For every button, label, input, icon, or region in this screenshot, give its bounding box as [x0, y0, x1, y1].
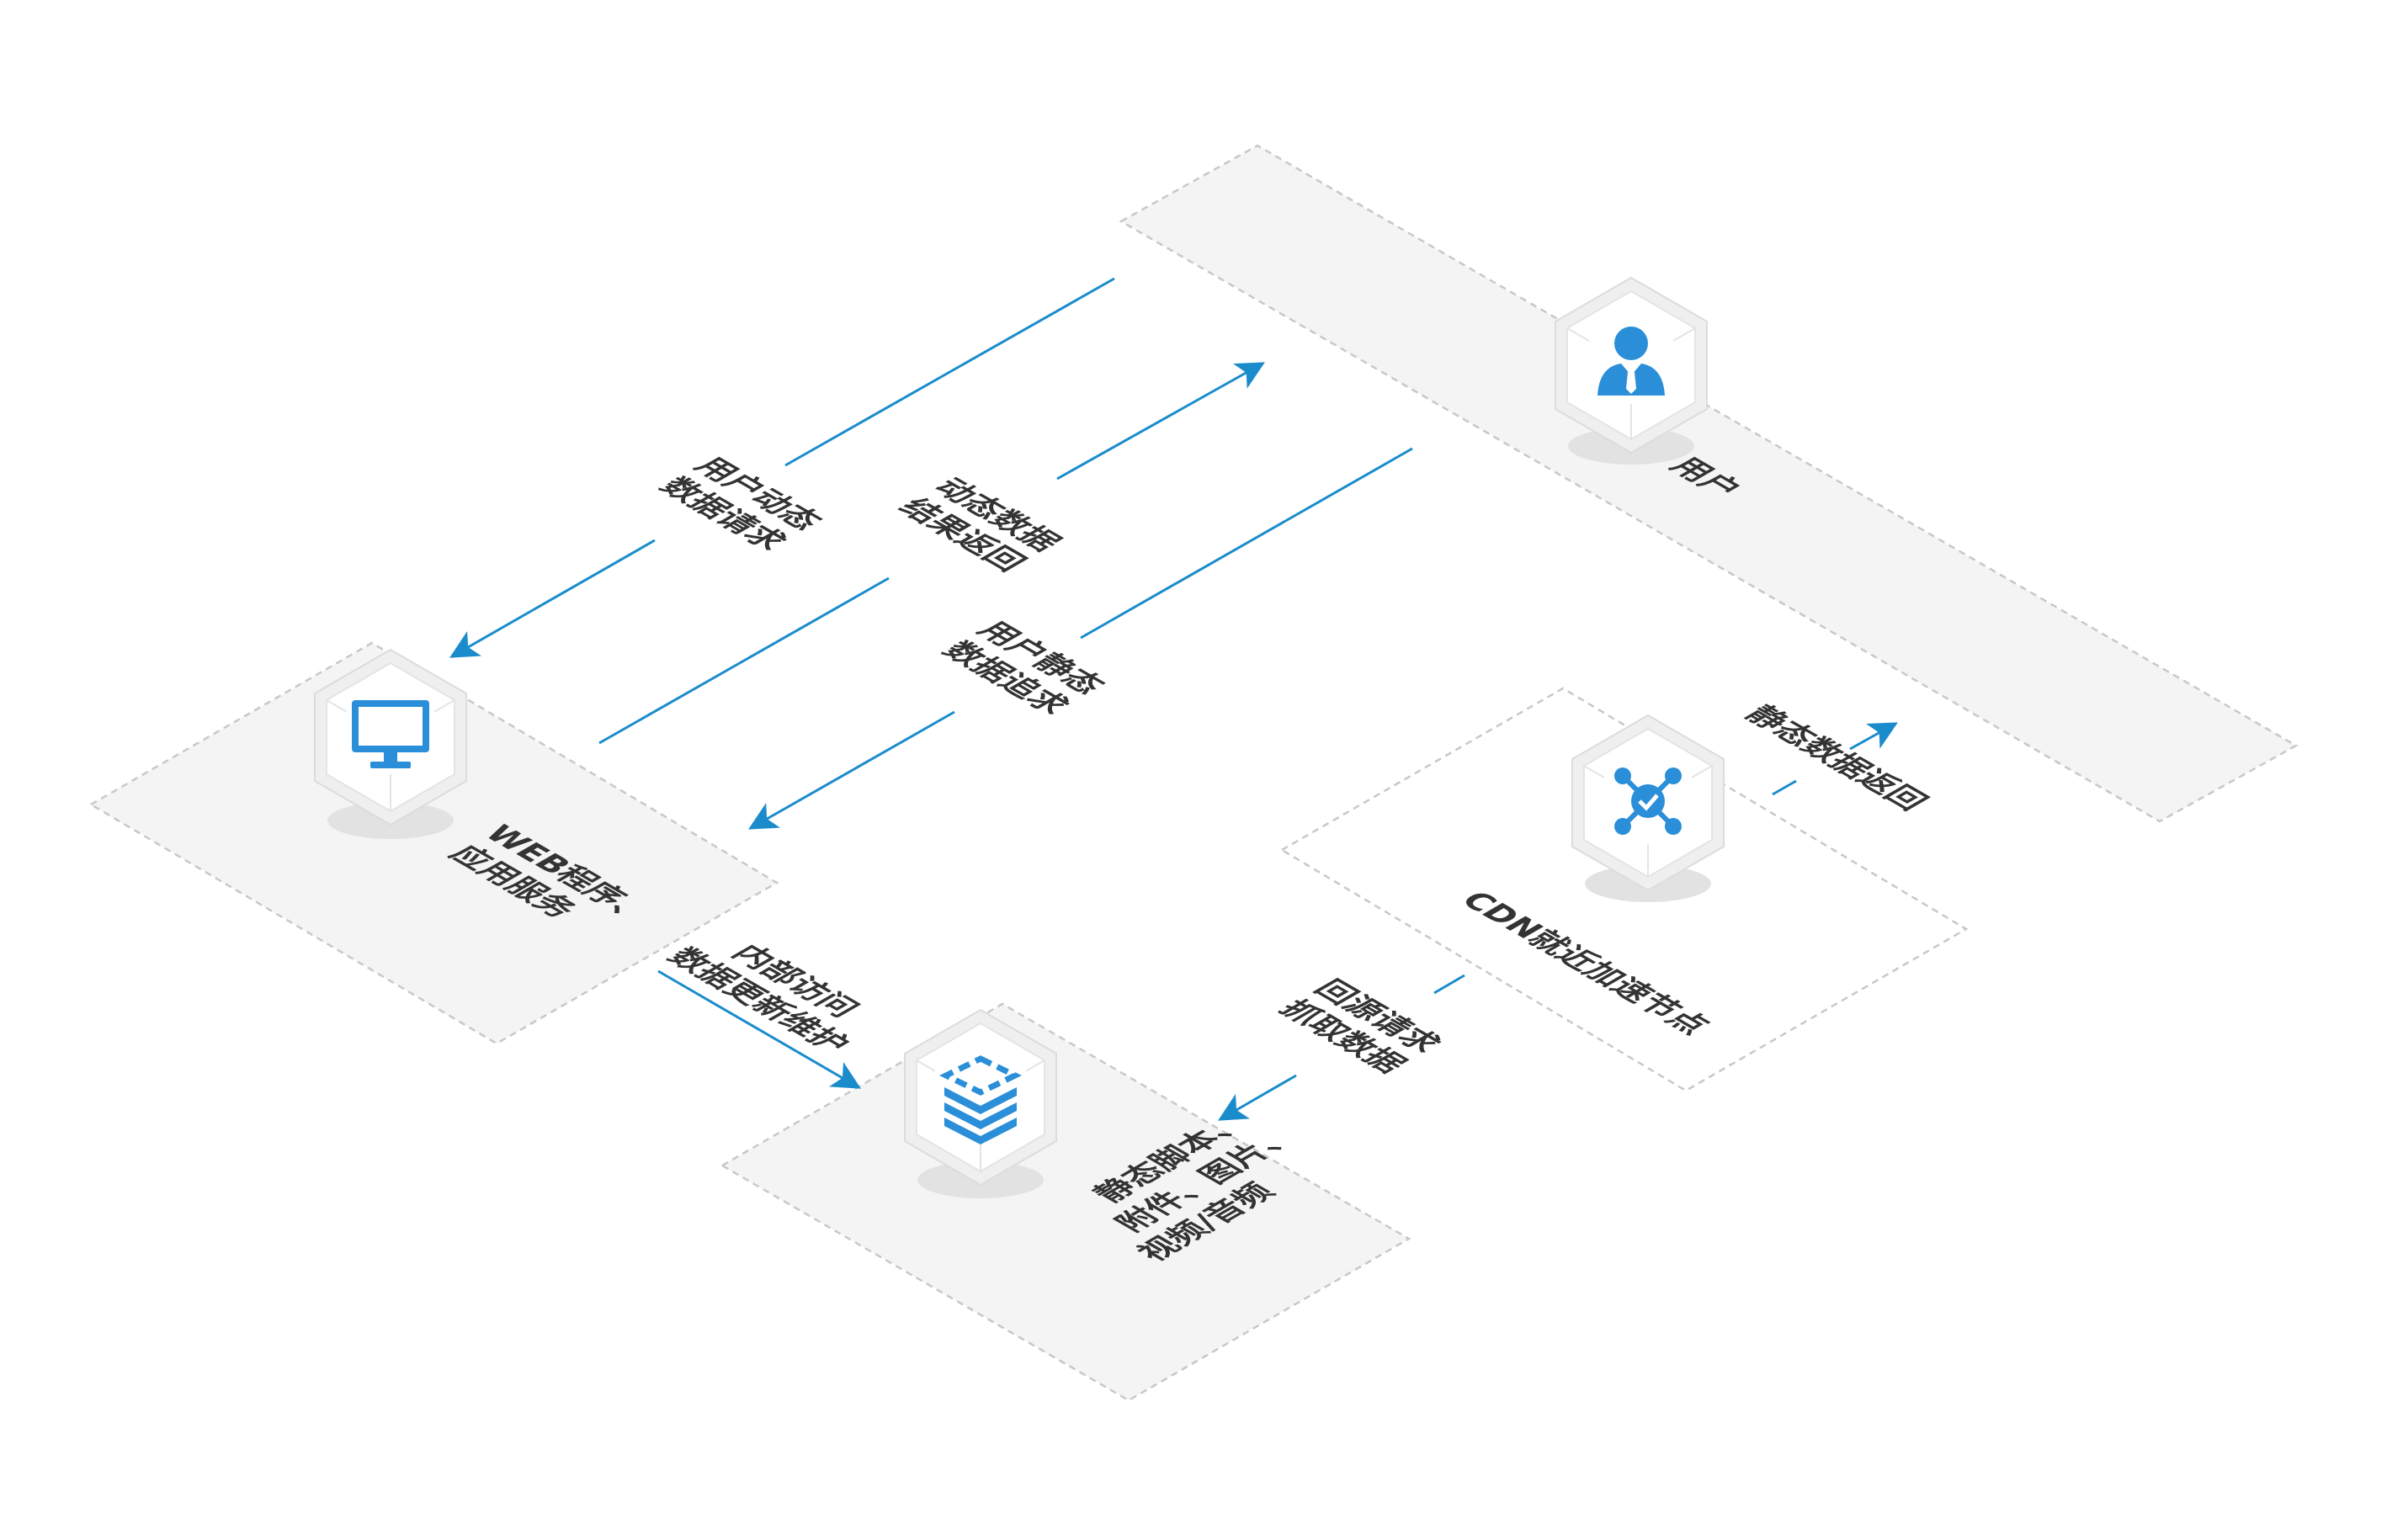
origin-fetch-label: 回源请求 抓取数据 — [1272, 974, 1449, 1077]
static-return-arrow — [1849, 722, 1898, 751]
origin-fetch-line — [1433, 974, 1465, 995]
web-node[interactable] — [314, 648, 467, 839]
cdn-node[interactable] — [1571, 714, 1725, 902]
dynamic-request-label: 用户动态 数据请求 — [652, 452, 830, 555]
network-icon — [1614, 767, 1682, 835]
static-request-line — [1080, 447, 1413, 640]
dynamic-request-arrow — [449, 539, 656, 658]
web-plate — [88, 641, 779, 1045]
monitor-icon — [352, 700, 429, 768]
dynamic-return-line — [598, 576, 890, 745]
internal-access-label: 内部访问 数据更新维护 — [660, 939, 867, 1057]
storage-plate — [720, 1002, 1411, 1402]
user-icon — [1597, 327, 1665, 396]
static-request-label: 用户静态 数据追求 — [935, 616, 1113, 719]
storage-stack-icon — [939, 1055, 1022, 1144]
dynamic-return-arrow — [1056, 362, 1265, 481]
dynamic-request-line — [784, 277, 1115, 467]
internal-access-arrow — [657, 969, 861, 1089]
static-return-label: 静态数据返回 — [1737, 700, 1935, 815]
static-request-arrow — [748, 710, 955, 830]
flow-arrows — [449, 277, 1898, 1121]
origin-fetch-arrow — [1218, 1074, 1297, 1121]
user-node[interactable] — [1555, 276, 1708, 465]
user-plate — [1119, 144, 2299, 823]
static-return-line — [1772, 779, 1797, 796]
dynamic-return-label: 动态数据 结果返回 — [891, 473, 1069, 576]
storage-node[interactable] — [904, 1008, 1057, 1198]
